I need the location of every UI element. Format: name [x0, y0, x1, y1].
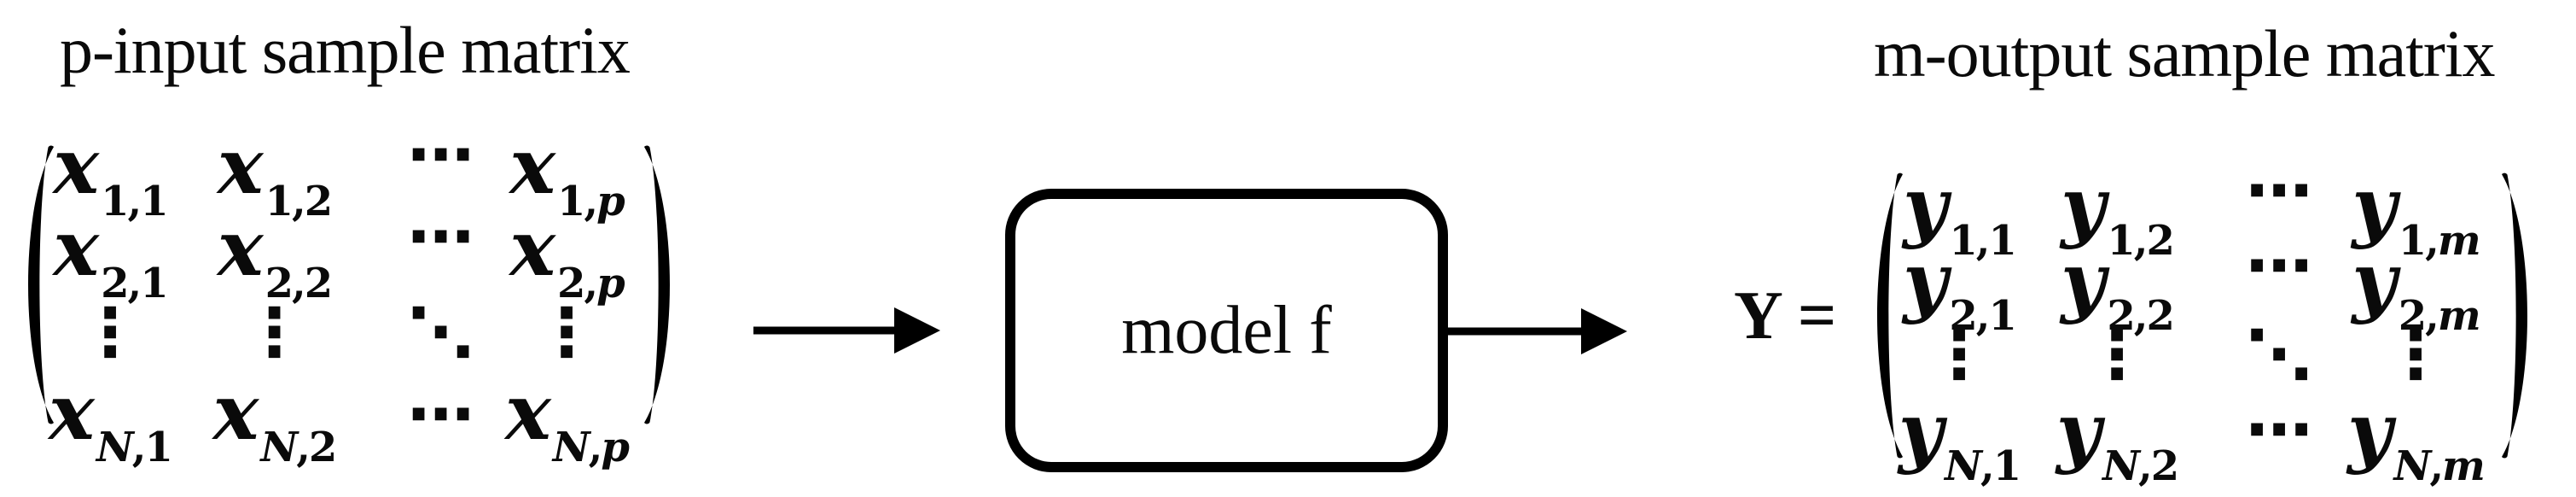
matrix-cell: ⋱: [407, 295, 474, 371]
matrix-cell: ⋯: [2246, 228, 2312, 305]
open-paren: [1877, 172, 1903, 459]
model-box-label: model f: [1121, 293, 1332, 368]
matrix-cell: ⋯: [2246, 153, 2312, 230]
output-matrix-title: m-output sample matrix: [1874, 16, 2496, 91]
matrix-cell: ⋯: [407, 117, 474, 194]
matrix-cell: ⋯: [407, 199, 474, 276]
matrix-cell: ⋱: [2246, 317, 2312, 394]
matrix-cell: ⋮: [533, 295, 600, 371]
close-paren: [2502, 172, 2527, 459]
input-matrix-title: p-input sample matrix: [60, 13, 631, 87]
matrix-cell: ⋮: [2382, 317, 2449, 394]
matrix-cell: ⋮: [1926, 317, 1992, 394]
matrix-cell: ⋮: [77, 295, 143, 371]
matrix-cell: ⋮: [241, 295, 308, 371]
arrow-input-to-model: [753, 307, 940, 354]
matrix-cell: ⋮: [2084, 317, 2150, 394]
output-equation-prefix: Y =: [1734, 278, 1837, 354]
open-paren: [28, 145, 54, 424]
close-paren: [644, 145, 670, 424]
arrow-model-to-output: [1446, 308, 1627, 354]
matrix-cell: ⋯: [2246, 392, 2312, 469]
model-box: model f: [1005, 189, 1448, 472]
matrix-cell: ⋯: [407, 377, 474, 453]
